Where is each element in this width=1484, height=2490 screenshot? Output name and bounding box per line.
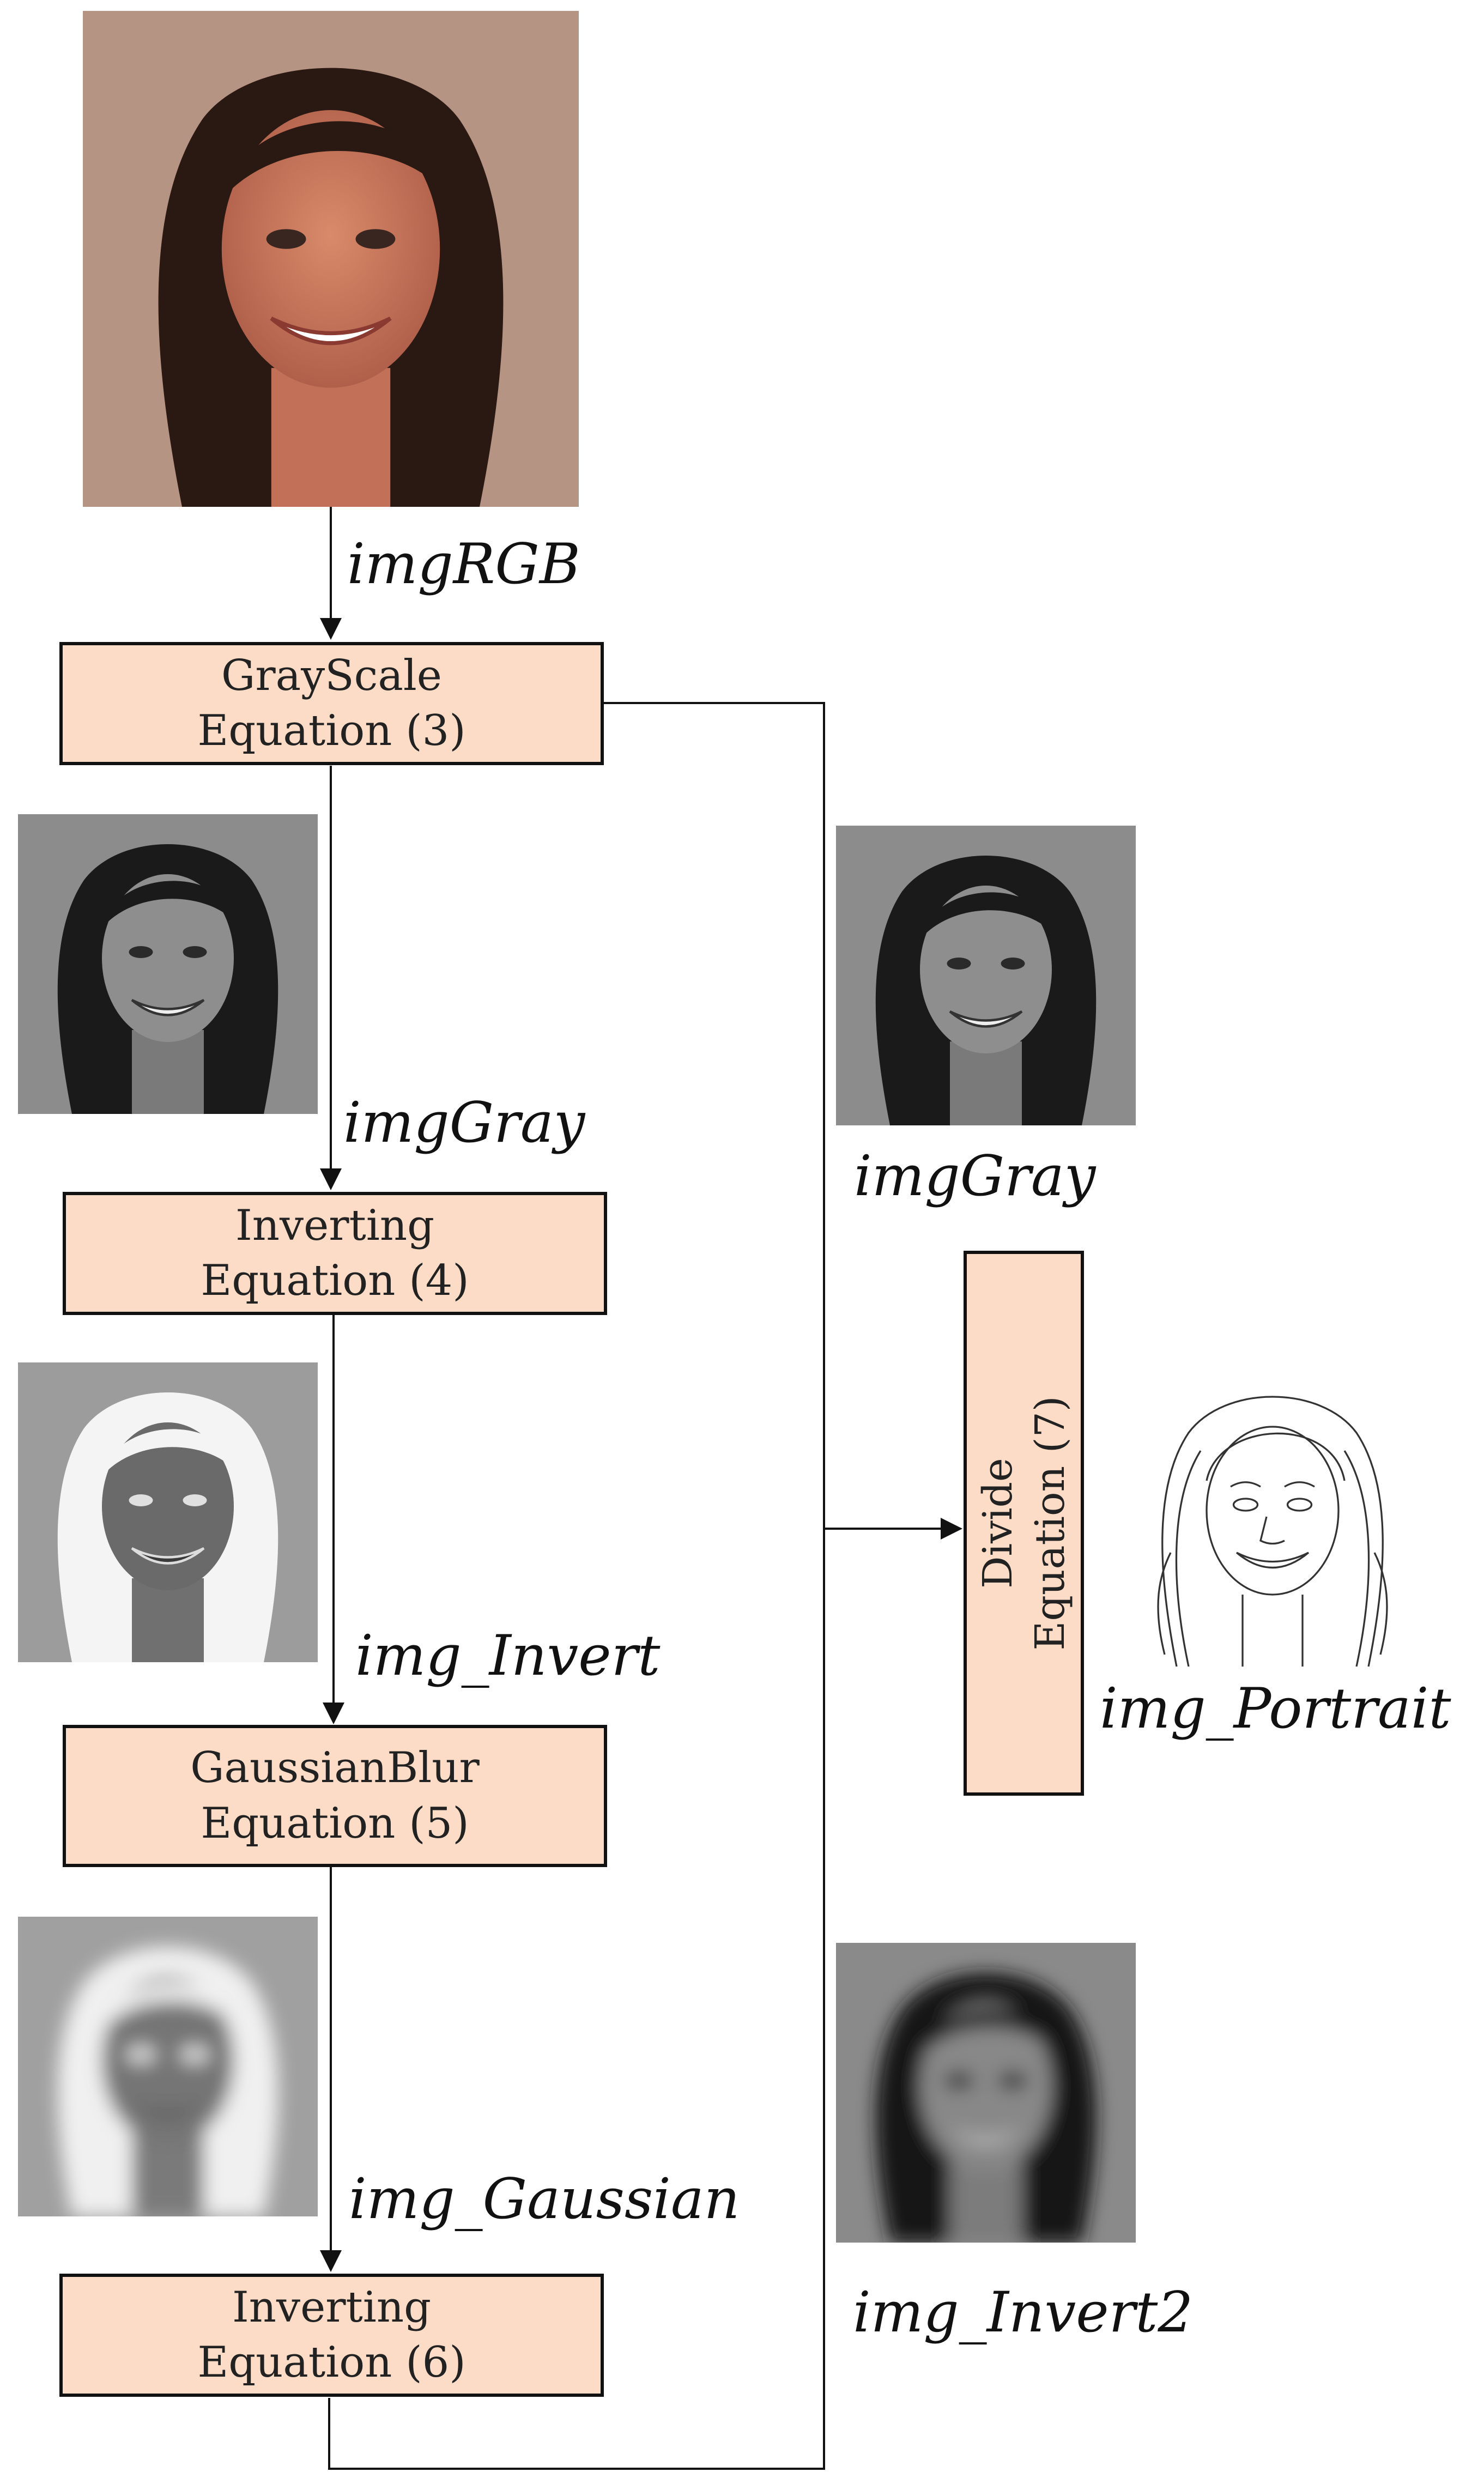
label-img-invert2: img_Invert2 xyxy=(853,2280,1194,2345)
divide-box: Divide Equation (7) xyxy=(964,1251,1084,1796)
connector-inverting2-to-bus xyxy=(328,1529,825,2470)
connector-grayscale-to-bus xyxy=(604,702,825,1529)
photo-invert xyxy=(18,1362,318,1662)
divide-box-line2: Equation (7) xyxy=(1026,1396,1074,1651)
label-img-invert: img_Invert xyxy=(355,1623,661,1688)
inverting-box-1: Inverting Equation (4) xyxy=(63,1192,607,1315)
photo-gaussian xyxy=(18,1917,318,2216)
divide-box-line1: Divide xyxy=(974,1458,1021,1589)
grayscale-box-line2: Equation (3) xyxy=(197,706,466,755)
grayscale-box: GrayScale Equation (3) xyxy=(59,642,604,765)
label-img-gray-left: imgGray xyxy=(343,1090,585,1155)
label-img-gray-right: imgGray xyxy=(854,1144,1096,1209)
gaussianblur-box: GaussianBlur Equation (5) xyxy=(63,1725,607,1867)
label-img-rgb: imgRGB xyxy=(347,532,580,597)
grayscale-box-line1: GrayScale xyxy=(221,651,442,700)
photo-gray-left xyxy=(18,814,318,1114)
label-img-gaussian: img_Gaussian xyxy=(349,2167,740,2232)
photo-portrait xyxy=(1123,1367,1422,1667)
inverting-box-2-line1: Inverting xyxy=(232,2282,431,2332)
inverting-box-1-line2: Equation (4) xyxy=(201,1256,469,1305)
inverting-box-2-line2: Equation (6) xyxy=(197,2338,466,2387)
inverting-box-2: Inverting Equation (6) xyxy=(59,2274,604,2397)
photo-rgb xyxy=(83,11,579,507)
photo-invert2 xyxy=(836,1943,1136,2243)
label-img-portrait: img_Portrait xyxy=(1100,1676,1451,1741)
inverting-box-1-line1: Inverting xyxy=(235,1201,434,1250)
gaussianblur-box-line2: Equation (5) xyxy=(201,1798,469,1848)
gaussianblur-box-line1: GaussianBlur xyxy=(190,1743,480,1793)
photo-gray-right xyxy=(836,826,1136,1125)
